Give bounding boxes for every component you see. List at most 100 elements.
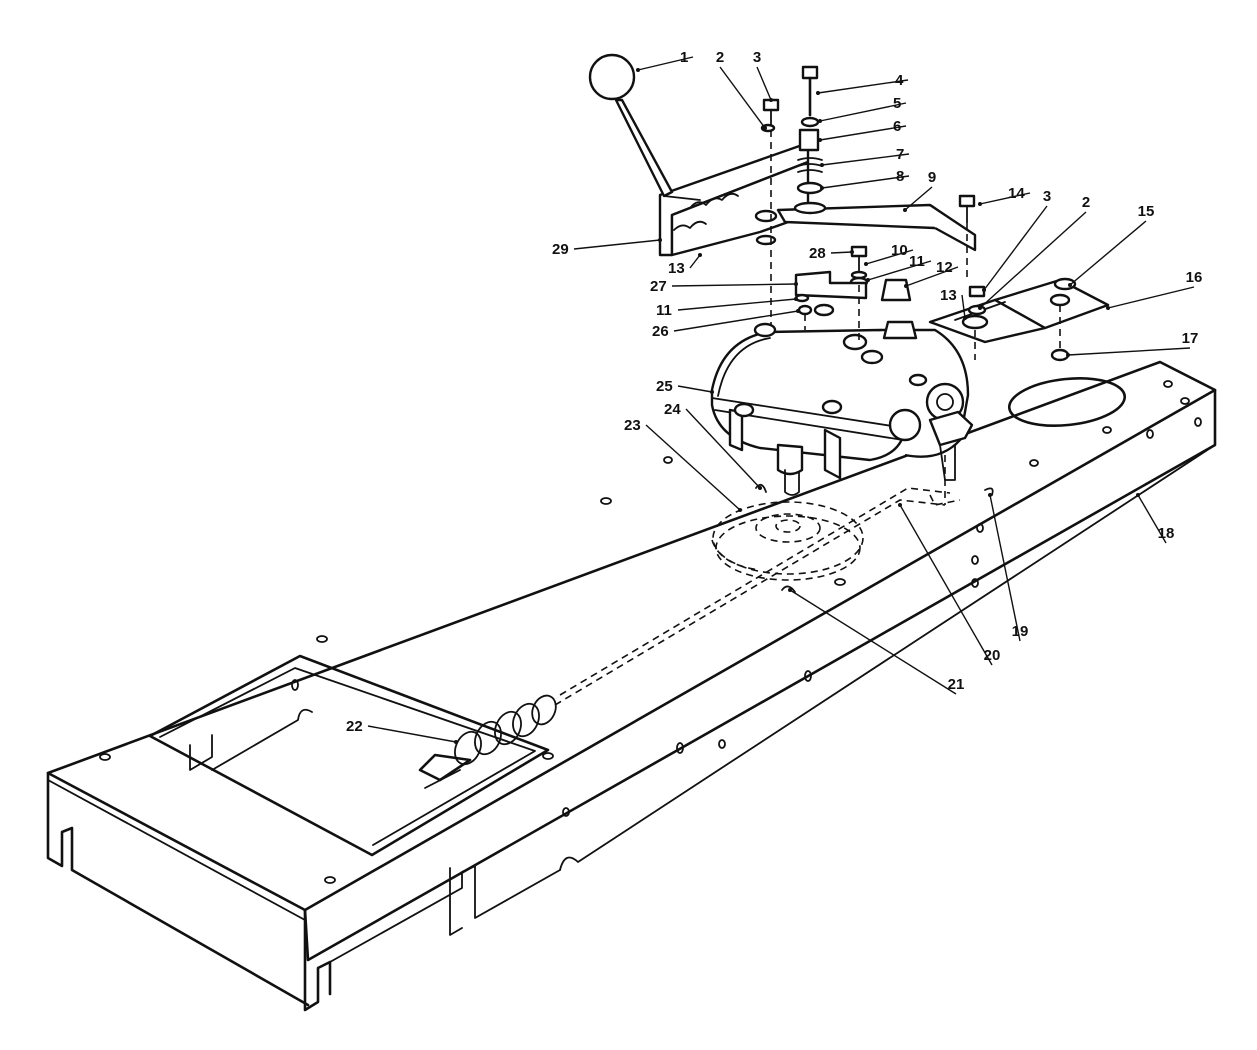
leader-dot: [1106, 306, 1110, 310]
callout-number: 29: [552, 241, 569, 258]
leader-dot: [850, 250, 854, 254]
leader-dot: [1068, 283, 1072, 287]
callout-number: 2: [716, 49, 724, 66]
callout-number: 3: [1043, 188, 1051, 205]
shift-lever: [588, 53, 701, 201]
callout-2a: 2: [716, 49, 767, 130]
leader-line: [756, 66, 772, 101]
callout-number: 11: [656, 302, 672, 319]
callout-25: 25: [656, 378, 714, 395]
leader-line: [689, 254, 701, 269]
callout-15: 15: [1068, 203, 1154, 287]
leader-dot: [963, 316, 967, 320]
leader-line: [979, 192, 1031, 205]
leader-dot: [710, 390, 714, 394]
leader-dot: [903, 208, 907, 212]
leader-dot: [818, 138, 822, 142]
callout-number: 14: [1008, 185, 1025, 202]
callout-5: 5: [818, 95, 907, 123]
leader-line: [637, 56, 694, 71]
leader-line: [819, 125, 907, 141]
callout-number: 1: [680, 49, 688, 66]
callout-14: 14: [978, 185, 1031, 206]
callout-number: 6: [893, 118, 901, 135]
leader-line: [719, 66, 766, 129]
leader-dot: [864, 262, 868, 266]
callout-17: 17: [1066, 330, 1198, 357]
callout-13b: 13: [940, 287, 967, 320]
leader-dot: [796, 309, 800, 313]
callout-number: 13: [940, 287, 957, 304]
leader-line: [677, 385, 713, 393]
leader-line: [899, 504, 993, 666]
callout-21: 21: [788, 588, 964, 695]
callout-number: 17: [1182, 330, 1199, 347]
shift-cable: [554, 487, 961, 706]
cable-spring: [418, 694, 557, 789]
leader-line: [983, 205, 1048, 291]
small-hardware: [754, 65, 1110, 593]
callout-number: 18: [1158, 525, 1175, 542]
leader-dot: [978, 202, 982, 206]
callout-3a: 3: [753, 49, 773, 102]
frame-mount-holes: [99, 380, 1202, 884]
callout-number: 3: [753, 49, 761, 66]
leader-line: [1067, 347, 1191, 356]
leader-dot: [658, 238, 662, 242]
callout-number: 5: [893, 95, 901, 112]
callout-number: 19: [1012, 623, 1029, 640]
alignment-lines: [770, 130, 1061, 505]
callout-number: 9: [928, 169, 936, 186]
callout-18: 18: [1136, 493, 1175, 544]
callout-10: 10: [864, 242, 914, 266]
leader-line: [645, 424, 741, 511]
callout-22: 22: [346, 718, 458, 744]
leader-line: [685, 408, 761, 489]
callout-number: 25: [656, 378, 673, 395]
callout-16: 16: [1106, 269, 1202, 310]
callout-11b: 11: [656, 297, 798, 319]
leader-dot: [978, 306, 982, 310]
leader-line: [905, 266, 959, 287]
callout-1: 1: [636, 49, 694, 72]
leader-dot: [866, 278, 870, 282]
leader-line: [817, 79, 909, 94]
callout-19: 19: [988, 493, 1029, 642]
callout-9: 9: [903, 169, 936, 212]
callout-23: 23: [624, 417, 742, 512]
leader-dot: [820, 186, 824, 190]
leader-line: [573, 239, 661, 250]
callout-number: 27: [650, 278, 667, 295]
leader-line: [821, 153, 910, 166]
callout-11a: 11: [866, 253, 932, 282]
leader-dot: [816, 91, 820, 95]
leader-dot: [788, 588, 792, 592]
callout-number: 12: [936, 259, 953, 276]
callout-number: 22: [346, 718, 363, 735]
leader-line: [821, 175, 910, 189]
leader-line: [819, 102, 907, 122]
callout-number: 8: [896, 168, 904, 185]
callout-8: 8: [820, 168, 910, 190]
callout-number: 13: [668, 260, 685, 277]
callout-26: 26: [652, 309, 800, 340]
callout-3b: 3: [982, 188, 1051, 292]
callout-12: 12: [904, 259, 959, 288]
leader-line: [677, 298, 797, 311]
leader-dot: [988, 493, 992, 497]
callout-number: 28: [809, 245, 826, 262]
leader-line: [673, 310, 799, 332]
frame-plate: [46, 360, 1217, 1012]
leader-dot: [763, 126, 767, 130]
callout-13a: 13: [668, 253, 702, 277]
callout-number: 26: [652, 323, 669, 340]
leader-line: [671, 283, 797, 287]
leader-line: [904, 186, 933, 211]
callout-7: 7: [820, 146, 910, 167]
callout-number: 20: [984, 647, 1001, 664]
leader-dot: [794, 282, 798, 286]
callout-6: 6: [818, 118, 907, 142]
transmission-body: [710, 320, 974, 496]
